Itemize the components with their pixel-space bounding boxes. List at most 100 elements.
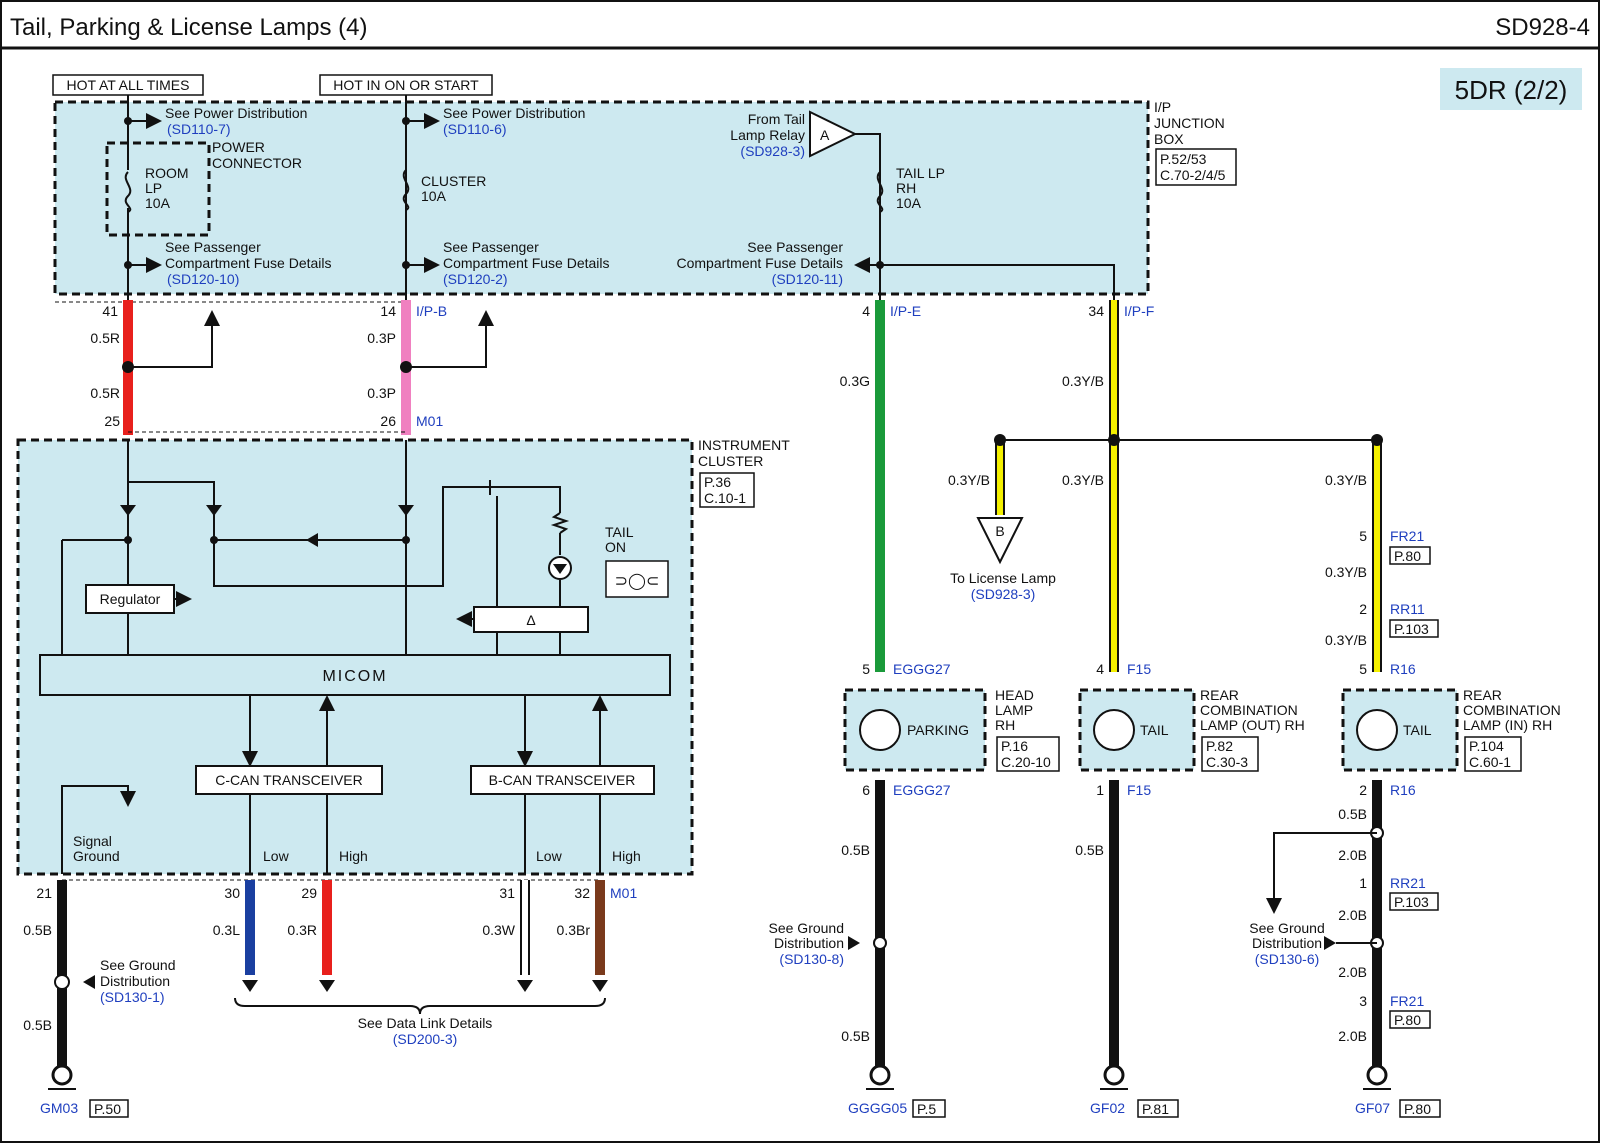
diagram-label: Ground bbox=[73, 848, 120, 864]
regulator-label: Regulator bbox=[100, 591, 161, 607]
diagram-label: COMBINATION bbox=[1463, 702, 1561, 718]
diagram-label: 0.5B bbox=[841, 842, 870, 858]
ip-junction-box: HOT AT ALL TIMES HOT IN ON OR START See … bbox=[52, 74, 1237, 300]
diagram-label: See Power Distribution bbox=[165, 105, 307, 121]
ground-gggg05: GGGG05 P.5 bbox=[848, 1064, 946, 1118]
diagram-label: 1 bbox=[1359, 875, 1367, 891]
diagram-label: Δ bbox=[526, 612, 535, 628]
diagram-label: REAR bbox=[1200, 687, 1239, 703]
diagram-label: GF02 bbox=[1090, 1100, 1125, 1116]
diagram-label: 0.3Y/B bbox=[1325, 564, 1367, 580]
diagram-label: CLUSTER bbox=[421, 173, 486, 189]
diagram-label: 6 bbox=[862, 782, 870, 798]
diagram-label: GF07 bbox=[1355, 1100, 1390, 1116]
diagram-label: TAIL LP bbox=[896, 165, 945, 181]
diagram-label: RH bbox=[995, 717, 1015, 733]
diagram-label: P.80 bbox=[1394, 548, 1421, 564]
diagram-label: 0.3Y/B bbox=[1062, 373, 1104, 389]
diagram-label: (SD120-10) bbox=[167, 271, 239, 287]
diagram-label: P.52/53 bbox=[1160, 151, 1207, 167]
diagram-label: Distribution bbox=[1252, 935, 1322, 951]
diagram-label: M01 bbox=[416, 413, 443, 429]
diagram-label: TAIL bbox=[1140, 722, 1169, 738]
diagram-label: 0.5B bbox=[23, 1017, 52, 1033]
diagram-label: 0.3G bbox=[840, 373, 870, 389]
diagram-label: 2.0B bbox=[1338, 1028, 1367, 1044]
diagram-label: LAMP (OUT) RH bbox=[1200, 717, 1305, 733]
diagram-label: GM03 bbox=[40, 1100, 78, 1116]
diagram-label: LAMP (IN) RH bbox=[1463, 717, 1552, 733]
diagram-label: High bbox=[612, 848, 641, 864]
diagram-label: HEAD bbox=[995, 687, 1034, 703]
ccan-label: C-CAN TRANSCEIVER bbox=[215, 772, 363, 788]
diagram-label: P.5 bbox=[917, 1101, 936, 1117]
diagram-label: INSTRUMENT bbox=[698, 437, 790, 453]
diagram-label: (SD928-3) bbox=[740, 143, 805, 159]
diagram-label: Distribution bbox=[774, 935, 844, 951]
diagram-label: 41 bbox=[102, 303, 118, 319]
lamp-housings: PARKING HEAD LAMP RH P.16 C.20-10 TAIL R… bbox=[843, 687, 1561, 772]
diagram-label: CLUSTER bbox=[698, 453, 763, 469]
diagram-label: From Tail bbox=[748, 111, 805, 127]
diagram-label: To License Lamp bbox=[950, 570, 1056, 586]
diagram-label: R16 bbox=[1390, 782, 1416, 798]
diagram-label: F15 bbox=[1127, 661, 1151, 677]
diagram-label: 4 bbox=[862, 303, 870, 319]
diagram-label: See Ground bbox=[769, 920, 845, 936]
diagram-label: 0.5B bbox=[841, 1028, 870, 1044]
diagram-label: P.80 bbox=[1394, 1012, 1421, 1028]
diagram-label: 30 bbox=[224, 885, 240, 901]
diagram-label: PARKING bbox=[907, 722, 969, 738]
diagram-label: POWER bbox=[212, 139, 265, 155]
diagram-label: I/P-B bbox=[416, 303, 447, 319]
diagram-label: RR21 bbox=[1390, 875, 1426, 891]
diagram-label: C.60-1 bbox=[1469, 754, 1511, 770]
diagram-label: High bbox=[339, 848, 368, 864]
diagram-label: COMBINATION bbox=[1200, 702, 1298, 718]
diagram-label: BOX bbox=[1154, 131, 1184, 147]
ground-wires: 6 EGGG27 1 F15 2 R16 0.5B 0.5B 0.5B 2.0B… bbox=[769, 780, 1439, 1070]
diagram-label: See Passenger bbox=[165, 239, 261, 255]
diagram-label: 0.5B bbox=[1075, 842, 1104, 858]
diagram-label: P.104 bbox=[1469, 738, 1504, 754]
diagram-label: 10A bbox=[421, 188, 447, 204]
diagram-label: Low bbox=[536, 848, 563, 864]
diagram-label: 0.3W bbox=[482, 922, 515, 938]
diagram-label: I/P bbox=[1154, 99, 1171, 115]
diagram-label: 2.0B bbox=[1338, 847, 1367, 863]
variant-badge bbox=[1440, 68, 1582, 110]
diagram-label: 25 bbox=[104, 413, 120, 429]
diagram-label: 0.3Y/B bbox=[1325, 632, 1367, 648]
cluster-feed-wires: 41 14 I/P-B 0.5R 0.3P 0.5R 0.3P 25 26 M0… bbox=[55, 300, 494, 435]
diagram-label: EGGG27 bbox=[893, 782, 951, 798]
tail-on-icon: ⊃◯⊂ bbox=[615, 573, 660, 590]
diagram-label: Low bbox=[263, 848, 290, 864]
diagram-label: 5 bbox=[1359, 661, 1367, 677]
ground-symbols: GM03 P.50 GGGG05 P.5 GF02 P.81 GF07 P.80 bbox=[40, 1064, 1441, 1118]
instrument-cluster: INSTRUMENT CLUSTER P.36 C.10-1 Regulator… bbox=[16, 437, 790, 876]
variant-label: 5DR (2/2) bbox=[1455, 75, 1568, 105]
diagram-label: (SD130-6) bbox=[1255, 951, 1320, 967]
diagram-label: FR21 bbox=[1390, 993, 1424, 1009]
diagram-label: 4 bbox=[1096, 661, 1104, 677]
diagram-label: (SD120-11) bbox=[772, 271, 843, 287]
diagram-label: P.80 bbox=[1404, 1101, 1431, 1117]
diagram-label: 34 bbox=[1088, 303, 1104, 319]
diagram-label: 2.0B bbox=[1338, 907, 1367, 923]
lamp-feed-wires: 4 I/P-E 34 I/P-F 0.3G 0.3Y/B 0.3Y/B 0.3Y… bbox=[840, 300, 1439, 677]
diagram-label: C.70-2/4/5 bbox=[1160, 167, 1226, 183]
hot-on-start-label: HOT IN ON OR START bbox=[333, 77, 479, 93]
diagram-label: 21 bbox=[36, 885, 52, 901]
diagram-label: P.81 bbox=[1142, 1101, 1169, 1117]
diagram-label: (SD110-6) bbox=[443, 121, 507, 137]
diagram-label: 10A bbox=[896, 195, 922, 211]
diagram-label: TAIL bbox=[605, 524, 634, 540]
diagram-label: 0.5B bbox=[1338, 806, 1367, 822]
bcan-label: B-CAN TRANSCEIVER bbox=[489, 772, 636, 788]
diagram-label: (SD110-7) bbox=[167, 121, 231, 137]
diagram-label: B bbox=[995, 523, 1004, 539]
diagram-label: P.103 bbox=[1394, 894, 1429, 910]
diagram-label: JUNCTION bbox=[1154, 115, 1225, 131]
diagram-label: GGGG05 bbox=[848, 1100, 907, 1116]
